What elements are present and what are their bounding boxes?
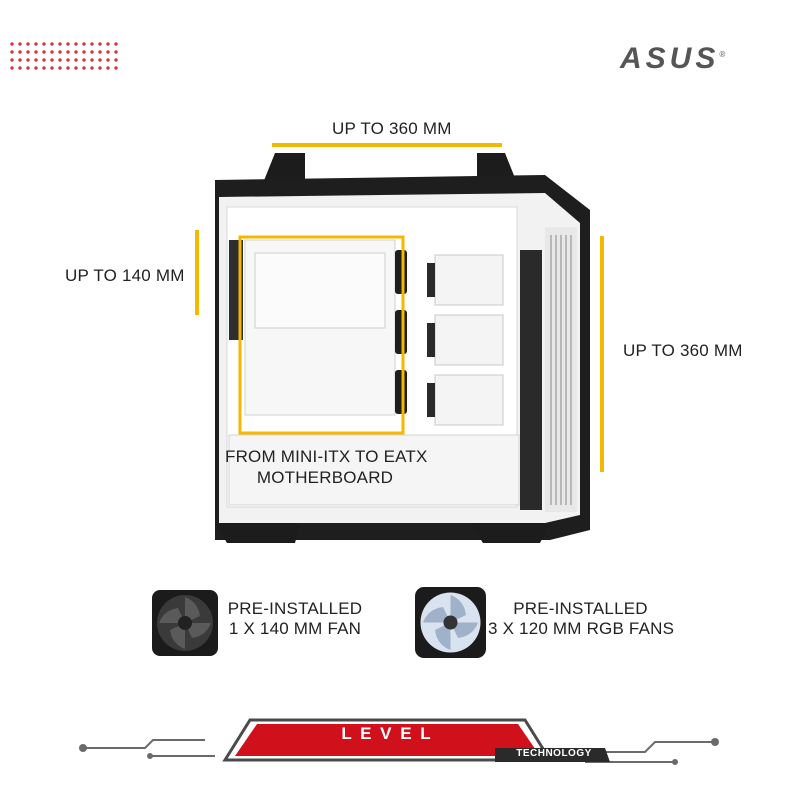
case-fan-140-icon xyxy=(152,590,218,656)
motherboard-label-line2: MOTHERBOARD xyxy=(256,468,394,487)
rear-dimension-bar xyxy=(195,230,199,315)
fan2-label-line1: PRE-INSTALLED xyxy=(513,599,648,618)
store-name: L E V E L xyxy=(341,724,433,743)
case-fan-120-rgb-icon xyxy=(415,587,486,658)
circuit-line-decoration-icon xyxy=(79,718,719,765)
motherboard-label: FROM MINI-ITX TO EATX MOTHERBOARD xyxy=(225,446,428,488)
fan2-label: PRE-INSTALLED 3 X 120 MM RGB FANS xyxy=(488,599,675,639)
pc-case-illustration-icon xyxy=(215,153,590,543)
front-radiator-label: UP TO 360 MM xyxy=(623,341,743,360)
fan1-label-line2: 1 X 140 MM FAN xyxy=(228,619,362,638)
decorative-dot-grid-icon xyxy=(8,40,120,72)
top-radiator-label: UP TO 360 MM xyxy=(332,119,452,138)
registered-mark: ® xyxy=(719,50,726,59)
asus-logo-text: ASUS xyxy=(620,42,720,75)
store-subtitle: TECHNOLOGY xyxy=(516,748,592,759)
fan1-label: PRE-INSTALLED 1 X 140 MM FAN xyxy=(225,599,365,639)
motherboard-label-line1: FROM MINI-ITX TO EATX xyxy=(225,447,428,466)
rear-fan-label: UP TO 140 MM xyxy=(65,266,185,285)
front-dimension-bar xyxy=(600,236,604,472)
fan1-label-line1: PRE-INSTALLED xyxy=(227,599,363,618)
fan2-label-line2: 3 X 120 MM RGB FANS xyxy=(488,619,675,638)
top-dimension-bar xyxy=(272,143,502,147)
asus-logo: ASUS® xyxy=(620,42,725,76)
